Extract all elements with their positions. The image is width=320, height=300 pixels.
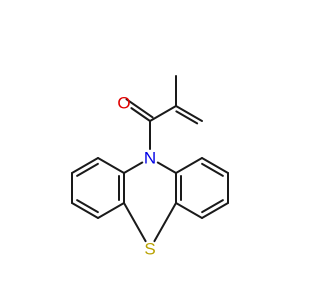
bond-5 — [97, 202, 125, 219]
nitrogen-atom-label: N — [144, 149, 156, 168]
structure-canvas: O N S — [71, 75, 229, 259]
bond-7 — [76, 162, 99, 177]
bond-14 — [175, 202, 203, 219]
carbonyl-bond-inner — [125, 98, 154, 119]
vinyl-double-bond — [175, 105, 203, 122]
right-ring-s-bond — [153, 202, 177, 243]
carbonyl-bond — [130, 107, 151, 122]
left-ring-s-bond — [123, 202, 147, 243]
oxygen-atom-label: O — [117, 94, 130, 113]
n-left-ring-bond — [123, 161, 144, 174]
sulfur-atom-label: S — [144, 240, 155, 259]
molecule-diagram: O N S — [71, 75, 229, 259]
bond-group — [71, 75, 229, 243]
bond-10 — [175, 157, 203, 174]
bond-13 — [201, 202, 229, 219]
bond-4 — [71, 202, 99, 219]
bond-1 — [97, 157, 125, 174]
bond-2 — [71, 157, 99, 174]
bond-8 — [76, 199, 99, 214]
bond-17 — [201, 199, 224, 214]
n-right-ring-bond — [156, 161, 177, 174]
vinyl-double-bond-inner — [175, 110, 199, 125]
acyl-vinyl-bond — [149, 105, 177, 122]
atom-label-group: O N S — [117, 94, 156, 259]
bond-16 — [201, 162, 224, 177]
bond-11 — [201, 157, 229, 174]
